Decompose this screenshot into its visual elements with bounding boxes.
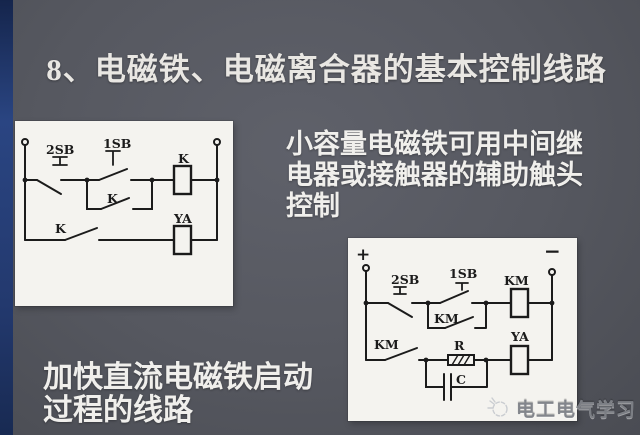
lightbulb-icon — [487, 397, 508, 417]
parallel-branch — [427, 302, 446, 329]
relay-contact-arm — [64, 227, 98, 241]
circuit1-labels: 2SB 1SB K K K YA — [46, 136, 192, 236]
note-small-electromagnet: 小容量电磁铁可用中间继 电器或接触器的辅助触头 控制 — [286, 129, 583, 222]
circuit2-junctions — [363, 300, 555, 363]
watermark-label: 电工电气学习 — [516, 399, 637, 421]
capacitor-branch-left — [425, 359, 445, 388]
sealing-contact-arm — [444, 316, 474, 329]
label-resistor: R — [454, 338, 465, 353]
left-accent-strip — [0, 0, 13, 435]
parallel-branch — [86, 179, 102, 210]
nc-pushbutton-actuator — [393, 286, 407, 295]
dc-magnet-speedup-circuit-svg: + − 2SB 1SB KM KM KM R C YA — [356, 239, 561, 401]
label-1sb: 1SB — [449, 266, 477, 281]
page-title: 8、电磁铁、电磁离合器的基本控制线路 — [46, 52, 607, 87]
note-dc-magnet-speedup: 加快直流电磁铁启动 过程的线路 — [43, 361, 313, 427]
nc-pushbutton-arm — [36, 179, 62, 195]
label-km-parallel: KM — [434, 311, 459, 326]
note-right-line3: 控制 — [286, 191, 340, 221]
label-2sb: 2SB — [46, 142, 74, 157]
circuit2-labels: + − 2SB 1SB KM KM KM R C YA — [356, 239, 561, 387]
label-capacitor: C — [456, 372, 466, 387]
label-plus: + — [356, 245, 370, 265]
dc-magnet-speedup-circuit-panel: + − 2SB 1SB KM KM KM R C YA — [348, 238, 577, 421]
label-ya-coil: YA — [173, 211, 192, 226]
note-bottom-line2: 过程的线路 — [43, 394, 193, 427]
magnet-coil-symbol — [172, 224, 193, 256]
label-km-bottom: KM — [374, 337, 399, 352]
nc-pushbutton-actuator — [52, 156, 68, 166]
label-km-coil: KM — [504, 273, 529, 288]
note-bottom-line1: 加快直流电磁铁启动 — [43, 361, 313, 394]
no-pushbutton-actuator — [105, 150, 121, 166]
nc-pushbutton-arm — [387, 302, 413, 318]
capacitor-branch-right — [450, 359, 488, 388]
label-minus: − — [544, 239, 561, 263]
sealing-contact-arm — [100, 197, 130, 210]
circuit1-junctions — [22, 177, 220, 183]
resistor-hatching — [451, 354, 471, 366]
label-k-coil: K — [178, 151, 190, 166]
label-1sb: 1SB — [103, 136, 131, 151]
no-pushbutton-actuator — [455, 282, 469, 291]
magnet-coil-symbol — [509, 344, 530, 376]
watermark: 电工电气学习 — [486, 394, 636, 422]
circuit1-wires — [21, 138, 221, 256]
relay-control-circuit-panel: 2SB 1SB K K K YA — [15, 121, 233, 306]
relay-control-circuit-svg: 2SB 1SB K K K YA — [21, 136, 221, 256]
contactor-contact-arm — [384, 347, 418, 361]
label-k-bottom: K — [55, 221, 67, 236]
label-ya-coil: YA — [510, 329, 529, 344]
relay-coil-symbol — [172, 164, 193, 196]
note-right-line2: 电器或接触器的辅助触头 — [286, 160, 583, 190]
no-pushbutton-arm — [439, 290, 469, 304]
label-2sb: 2SB — [391, 272, 419, 287]
no-pushbutton-arm — [98, 168, 128, 181]
note-right-line1: 小容量电磁铁可用中间继 — [286, 129, 583, 159]
contactor-coil-symbol — [509, 287, 530, 319]
label-k-parallel: K — [107, 191, 119, 206]
